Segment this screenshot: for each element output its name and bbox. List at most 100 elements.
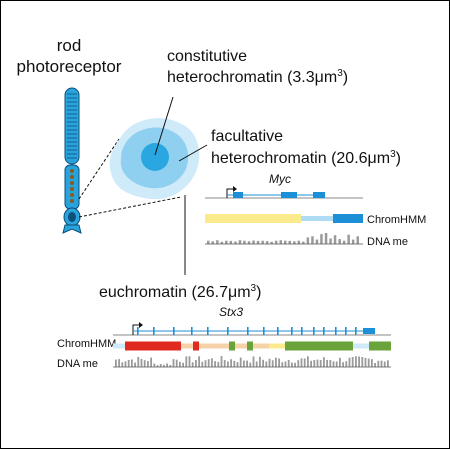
stx3-track: Stx3 ChromHMM DNA me — [57, 305, 391, 370]
stx3-meth-bar — [236, 362, 239, 367]
stx3-chromhmm-segment — [269, 343, 285, 349]
stx3-meth-bar — [220, 356, 223, 367]
myc-dnamethyl-label: DNA me — [367, 236, 408, 248]
myc-chromhmm-yellow — [205, 214, 301, 223]
myc-meth-bar — [207, 240, 210, 244]
myc-meth-bar — [252, 240, 255, 244]
myc-meth-bar — [284, 240, 287, 244]
stx3-meth-bar — [169, 365, 172, 367]
myc-meth-bar — [302, 241, 305, 244]
myc-meth-bar — [347, 234, 350, 244]
myc-meth-bar — [265, 241, 269, 244]
stx3-meth-bar — [326, 359, 328, 367]
myc-gene-label: Myc — [269, 172, 291, 186]
stx3-meth-bar — [233, 360, 236, 367]
stx3-meth-bar — [262, 359, 264, 367]
myc-meth-bar — [220, 241, 224, 244]
stx3-meth-bar — [284, 361, 287, 367]
stx3-meth-bar — [243, 360, 245, 367]
stx3-exon — [227, 327, 229, 335]
stx3-meth-bar — [118, 359, 120, 367]
stx3-meth-bar — [230, 359, 232, 367]
stx3-tss-arrowhead — [139, 322, 143, 328]
stx3-meth-bar — [195, 360, 197, 367]
stx3-meth-bar — [156, 365, 159, 367]
myc-meth-bar — [297, 240, 301, 244]
facultative-label-line1: facultative — [211, 128, 283, 145]
stx3-meth-bar — [271, 360, 274, 367]
stx3-chromhmm-segment — [289, 341, 353, 351]
stx3-chromhmm-segment — [285, 341, 289, 351]
stx3-meth-bar — [364, 357, 367, 367]
stx3-meth-bar — [227, 361, 229, 367]
myc-exon-1 — [233, 192, 243, 198]
stx3-meth-bar — [294, 362, 296, 367]
myc-meth-bar — [306, 237, 310, 244]
stx3-meth-bar — [150, 357, 152, 367]
stx3-chromhmm-segment — [353, 343, 369, 349]
stx3-meth-bar — [159, 364, 162, 367]
myc-track: Myc ChromHMM DNA me — [205, 172, 426, 248]
zoom-line-top — [78, 138, 120, 200]
myc-meth-bar — [329, 238, 332, 244]
stx3-meth-bar — [307, 356, 309, 367]
stx3-meth-bar — [374, 363, 376, 367]
myc-meth-bar — [261, 240, 264, 244]
stx3-meth-bar — [351, 357, 354, 367]
stx3-meth-bar — [342, 362, 344, 367]
myc-meth-bar — [216, 240, 219, 244]
stx3-meth-bar — [134, 362, 136, 367]
stx3-chromhmm-segment — [125, 341, 181, 351]
stx3-exon — [345, 327, 347, 335]
stx3-meth-bar — [380, 360, 383, 367]
stx3-meth-bar — [147, 361, 149, 367]
zoom-line-bottom — [78, 196, 182, 218]
pointer-facultative — [178, 144, 208, 162]
stx3-chromhmm-segment — [235, 343, 247, 349]
myc-meth-bar — [274, 240, 278, 244]
stx3-meth-bar — [335, 361, 338, 367]
rod-nucleus-small — [68, 212, 76, 222]
myc-exon-2 — [281, 192, 297, 198]
stx3-chromhmm-segment — [247, 341, 253, 351]
stx3-meth-bar — [211, 358, 213, 367]
stx3-chromhmm-segment — [229, 341, 235, 351]
myc-meth-bar — [356, 236, 359, 244]
rod-label-line2: photoreceptor — [17, 57, 122, 76]
stx3-meth-bar — [163, 364, 165, 367]
rod-photoreceptor-icon — [62, 87, 82, 234]
stx3-chromhmm-segment — [369, 341, 391, 351]
stx3-meth-bar — [179, 361, 181, 367]
stx3-exon — [153, 327, 155, 335]
stx3-tss-arrow — [132, 324, 141, 335]
stx3-meth-bar — [182, 362, 184, 367]
stx3-meth-bar — [153, 363, 156, 367]
stx3-meth-bar — [188, 356, 191, 367]
stx3-meth-bar — [204, 360, 207, 367]
myc-meth-bar — [351, 239, 355, 244]
stx3-meth-bar — [198, 356, 200, 367]
stx3-meth-bar — [115, 359, 117, 367]
stx3-meth-bar — [383, 361, 386, 367]
stx3-meth-bar — [246, 360, 248, 367]
constitutive-label-line1: constitutive — [167, 48, 247, 65]
stx3-meth-bar — [371, 359, 373, 367]
myc-meth-bar — [293, 241, 296, 245]
stx3-exon — [137, 327, 139, 335]
stx3-exon — [313, 327, 315, 335]
stx3-meth-bar — [124, 361, 127, 367]
stx3-meth-bar — [249, 362, 252, 367]
myc-exon-3 — [313, 192, 325, 198]
myc-chromhmm-lightblue — [301, 216, 333, 221]
euchromatin-label: euchromatin (26.7μm3) — [99, 283, 261, 301]
stx3-meth-bar — [367, 358, 370, 367]
stx3-meth-bar — [300, 358, 303, 367]
stx3-exons — [137, 327, 375, 335]
stx3-exon — [323, 327, 325, 335]
stx3-meth-bar — [201, 361, 204, 367]
myc-meth-bar — [288, 240, 291, 244]
stx3-chromhmm-segment — [113, 343, 125, 349]
myc-meth-bar — [342, 240, 346, 244]
stx3-meth-bar — [265, 361, 268, 367]
